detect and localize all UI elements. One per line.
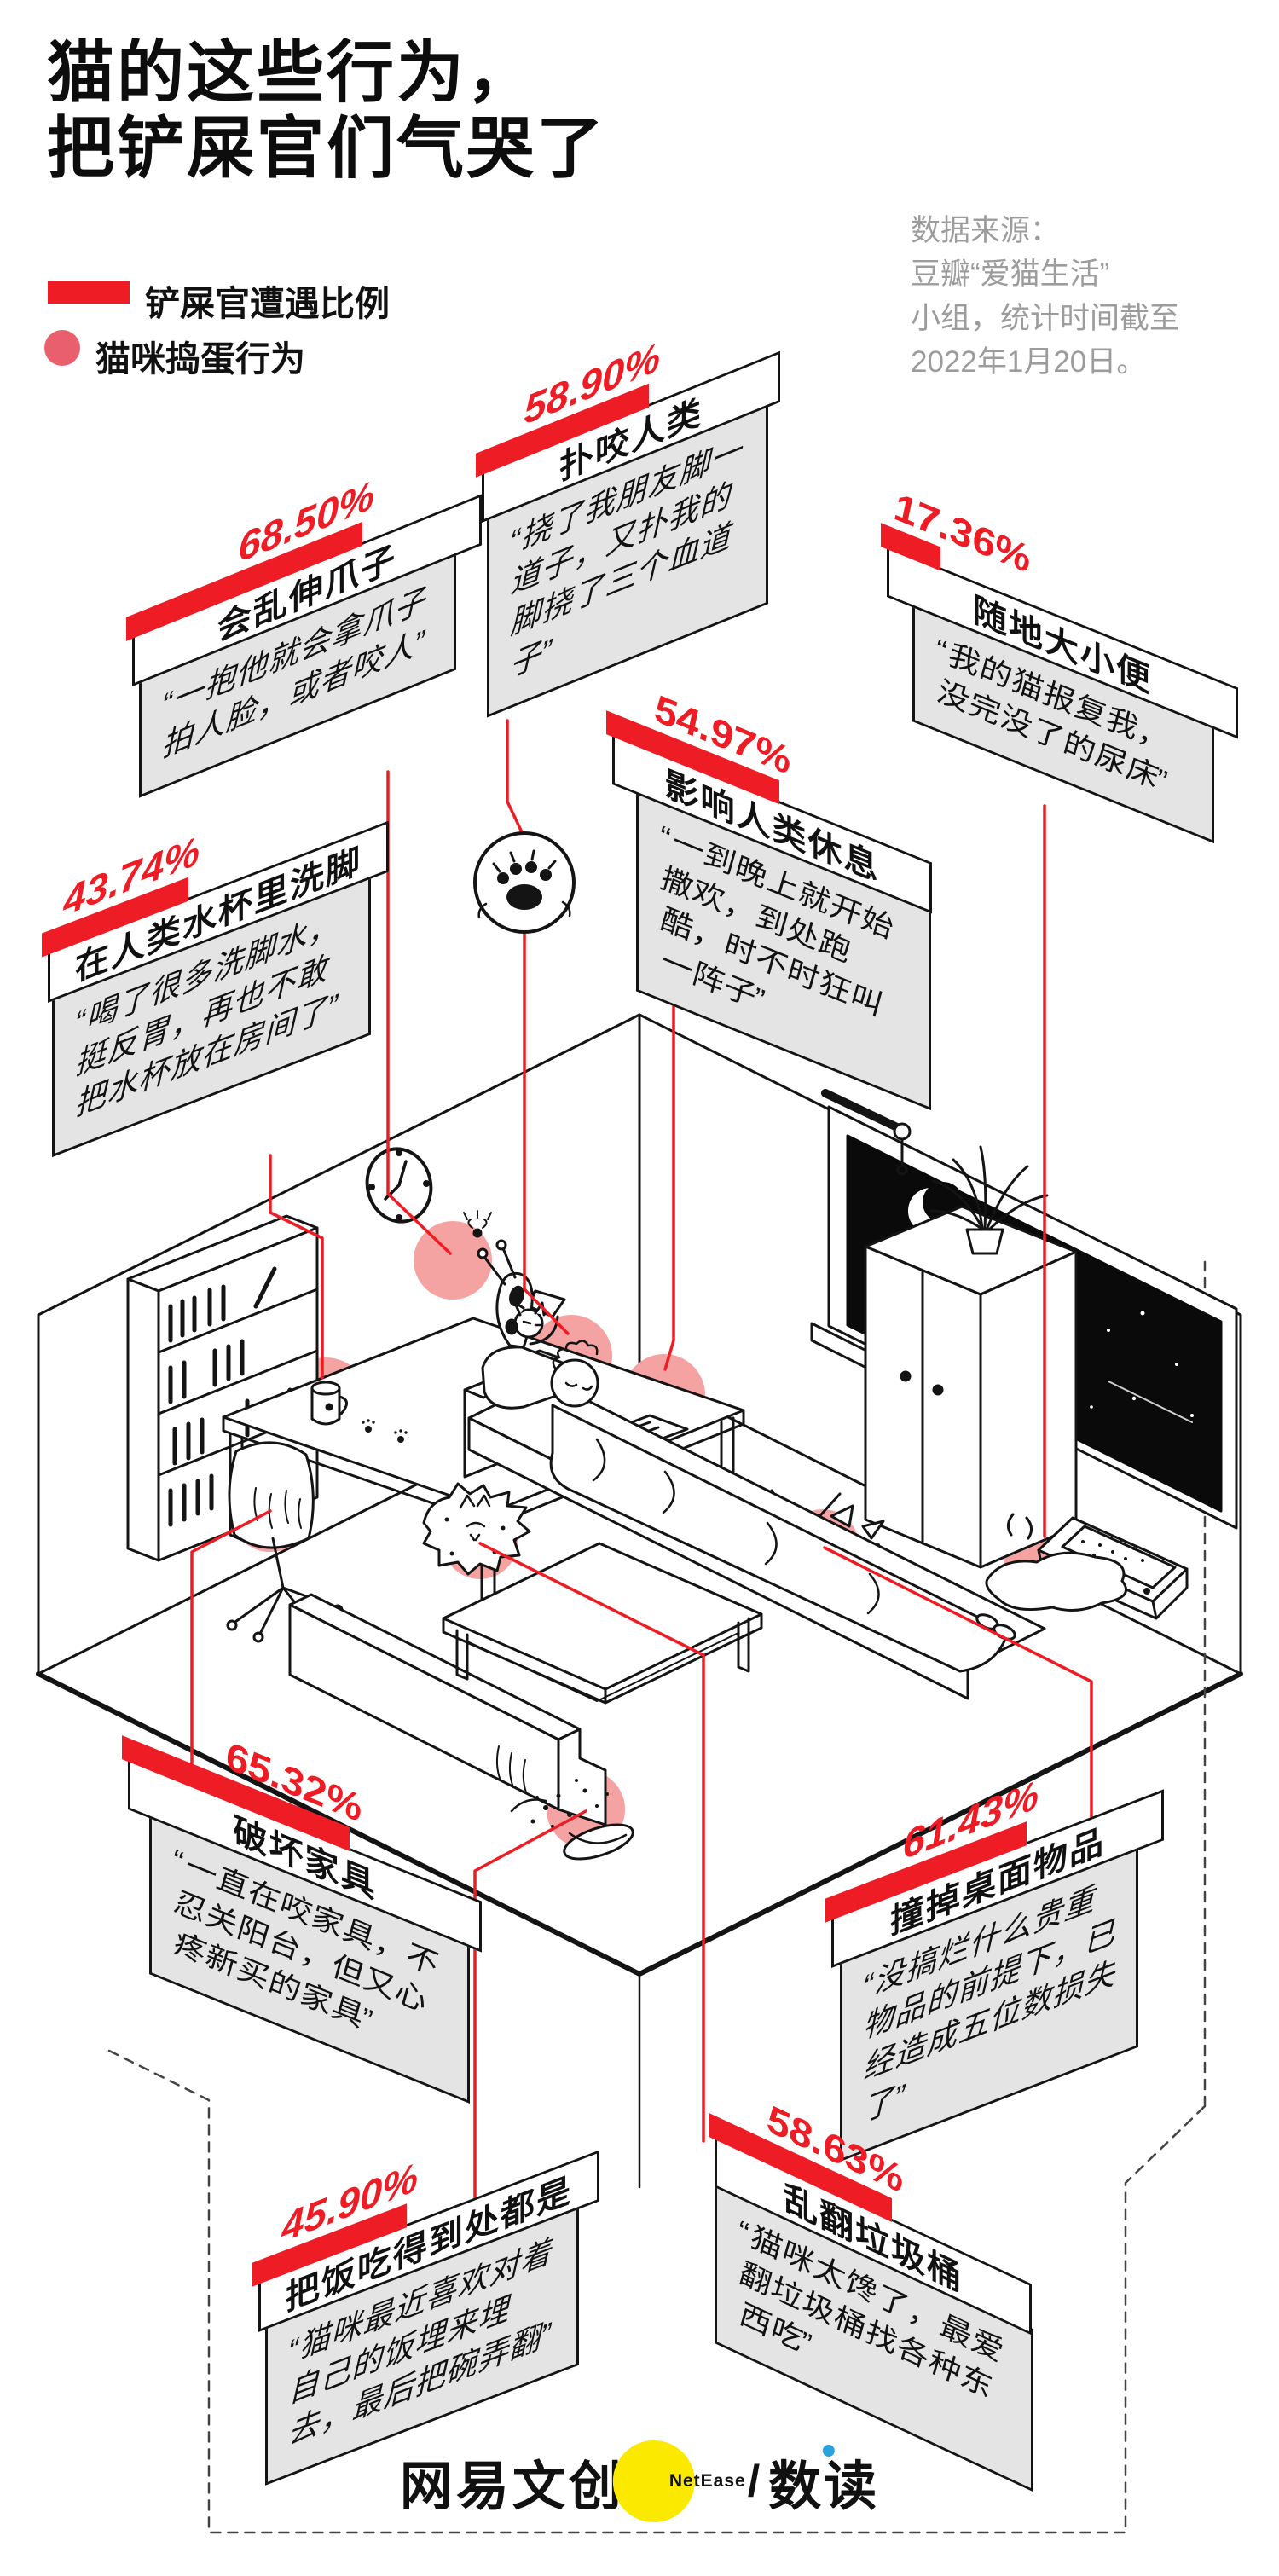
logo-divider: / bbox=[747, 2457, 761, 2506]
source-line: 豆瓣“爱猫生活” bbox=[911, 258, 1110, 292]
logo-yellow-circle bbox=[612, 2440, 695, 2522]
page-title-line2: 把铲屎官们气哭了 bbox=[47, 110, 606, 187]
plant-on-wardrobe bbox=[929, 1145, 1049, 1255]
legend-dot-label: 猫咪捣蛋行为 bbox=[95, 339, 305, 379]
food-bowl-spill bbox=[510, 1779, 634, 1861]
footer-logo: 网易文创 NetEase / 数读 bbox=[400, 2440, 879, 2522]
fly bbox=[463, 1210, 492, 1238]
wardrobe bbox=[864, 1145, 1078, 1569]
source-line: 小组，统计时间截至 bbox=[911, 301, 1180, 335]
leader-sleep bbox=[663, 953, 675, 1371]
source-line: 2022年1月20日。 bbox=[911, 345, 1147, 379]
source-line: 数据来源： bbox=[911, 214, 1061, 247]
leader-trash bbox=[478, 1542, 705, 2143]
leader-lines bbox=[190, 719, 1093, 2199]
coffee-table bbox=[442, 1542, 763, 1705]
wall-clock-icon bbox=[365, 1147, 433, 1224]
room-walls-floor bbox=[36, 1013, 1243, 2534]
netease-wenchuang-logo: 网易文创 bbox=[399, 2457, 625, 2516]
page-title-line1: 猫的这些行为， bbox=[47, 34, 536, 110]
paw-vignette bbox=[473, 831, 576, 934]
trash-bag-cat bbox=[422, 1482, 531, 1576]
leader-cup bbox=[269, 1154, 324, 1380]
leader-furniture bbox=[190, 1509, 272, 1786]
leader-knockover bbox=[823, 1546, 1093, 1819]
bed bbox=[463, 1210, 1046, 1700]
leader-pounce bbox=[506, 719, 570, 1335]
water-mug bbox=[310, 1381, 348, 1426]
netease-en-label: NetEase bbox=[668, 2471, 746, 2491]
leader-claws bbox=[386, 770, 452, 1255]
shudu-logo: 数读 bbox=[768, 2443, 879, 2520]
data-source-note: 数据来源： 豆瓣“爱猫生活” 小组，统计时间截至 2022年1月20日。 bbox=[911, 209, 1252, 385]
page-title: 猫的这些行为， 把铲屎官们气哭了 bbox=[47, 34, 606, 187]
legend-bar-swatch bbox=[48, 281, 130, 304]
bookshelf bbox=[126, 1214, 319, 1562]
sofa bbox=[288, 1593, 607, 1826]
logo-blue-dot bbox=[823, 2445, 836, 2457]
sleeping-person bbox=[550, 1340, 692, 1496]
spot-claws bbox=[414, 1221, 492, 1300]
legend-dot-swatch bbox=[44, 330, 80, 366]
paw-prints bbox=[362, 1419, 408, 1443]
leader-food bbox=[473, 1809, 587, 2199]
cat-on-pillow bbox=[477, 1239, 559, 1349]
roller-blind bbox=[821, 1089, 912, 1176]
legend-bar-label: 铲屎官遭遇比例 bbox=[145, 284, 390, 323]
shudu-text: 数读 bbox=[768, 2457, 880, 2516]
blanket bbox=[549, 1404, 1010, 1673]
